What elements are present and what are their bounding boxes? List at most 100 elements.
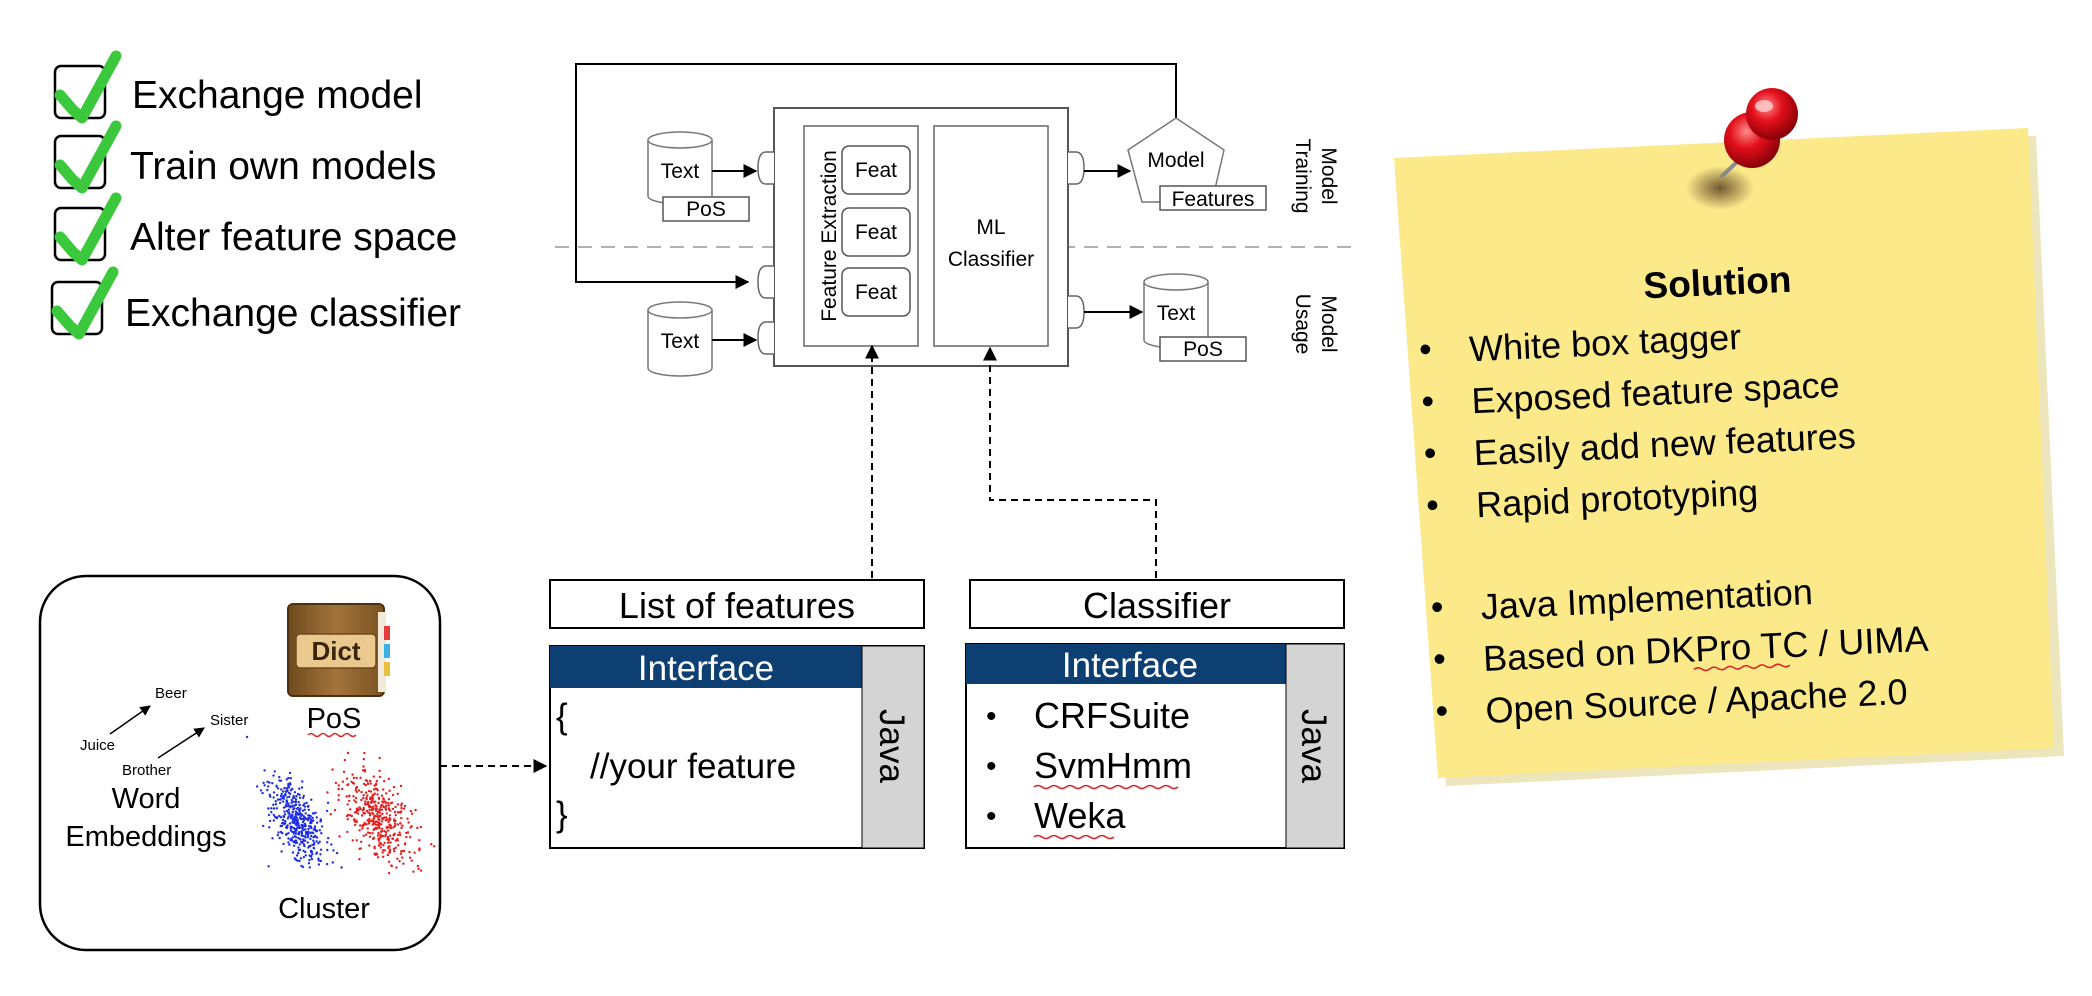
cluster-point-blue (284, 794, 287, 797)
phase-training-model: Model (1317, 147, 1340, 204)
cluster-point-blue (307, 817, 310, 820)
cluster-point-red (377, 831, 380, 835)
cluster-point-blue (303, 808, 306, 811)
cluster-point-blue (270, 807, 273, 810)
cluster-point-blue (287, 811, 290, 815)
cluster-point-red (387, 777, 391, 781)
cluster-point-red (370, 800, 373, 803)
cluster-point-red (362, 796, 365, 800)
cluster-point-blue (315, 816, 318, 819)
cluster-point-blue (304, 832, 308, 836)
classifier-bullet: • (986, 800, 997, 833)
port-in-1 (757, 151, 774, 185)
cluster-point-red (401, 824, 404, 827)
cluster-point-blue (272, 796, 275, 799)
cluster-point-blue (317, 859, 320, 862)
cluster-point-red (410, 825, 413, 828)
cluster-point-blue (298, 808, 302, 811)
word-embedding-plot: Beer Sister Juice Brother (80, 685, 248, 779)
cluster-point-red (362, 765, 365, 768)
cluster-point-red (367, 803, 370, 806)
cluster-point-blue (289, 789, 293, 792)
cluster-scatter (245, 735, 436, 875)
features-label: Features (1172, 188, 1255, 211)
cluster-point-red (377, 844, 381, 847)
cluster-point-blue (319, 848, 323, 851)
cluster-point-red (372, 819, 375, 823)
cluster-point-red (402, 849, 406, 853)
cluster-point-red (419, 825, 422, 829)
features-title: List of features (619, 585, 855, 626)
cluster-point-blue (287, 776, 290, 780)
cluster-point-blue (298, 843, 301, 846)
cluster-point-red (380, 794, 384, 797)
cluster-point-red (369, 790, 373, 793)
cluster-point-blue (276, 787, 280, 790)
cluster-point-blue (308, 858, 311, 862)
cluster-point-blue (311, 819, 315, 822)
cluster-point-red (391, 837, 394, 840)
cluster-point-blue (274, 800, 277, 803)
cluster-point-red (378, 808, 381, 812)
cluster-point-blue (291, 814, 294, 818)
cluster-point-blue (281, 821, 285, 825)
cluster-point-blue (302, 856, 306, 859)
cluster-point-red (353, 811, 357, 814)
cluster-point-blue (280, 850, 283, 853)
cluster-point-blue (307, 846, 310, 849)
feat-label-2: Feat (855, 221, 897, 244)
check-item-2: Train own models (53, 120, 436, 194)
cluster-point-blue (298, 796, 302, 799)
cluster-point-blue (279, 824, 282, 828)
cluster-point-blue (272, 774, 275, 777)
cluster-point-red (377, 824, 380, 827)
cluster-point-blue (267, 785, 270, 788)
cluster-point-red (381, 827, 384, 830)
cluster-point-red (364, 833, 368, 836)
cluster-point-red (337, 798, 340, 802)
cluster-point-red (358, 847, 361, 850)
cluster-point-red (331, 768, 334, 771)
cluster-point-red (352, 795, 355, 798)
cluster-point-red (345, 795, 348, 798)
cluster-point-red (388, 834, 392, 837)
cluster-point-blue (295, 820, 299, 823)
cluster-point-red (389, 818, 392, 821)
cluster-point-blue (261, 791, 264, 795)
cluster-point-red (387, 846, 390, 850)
cluster-point-red (410, 859, 413, 862)
cluster-point-red (396, 792, 399, 795)
check-item-label: Alter feature space (130, 216, 457, 259)
text-label-usage: Text (661, 330, 700, 353)
cluster-point-blue (266, 780, 269, 783)
cluster-point-blue (298, 848, 302, 851)
cluster-point-red (395, 866, 398, 869)
note-bullet-char: • (1418, 328, 1432, 370)
cluster-point-red (350, 780, 353, 783)
cluster-point-blue (288, 771, 292, 775)
pipeline-labels: Text PoS Text Feature Extraction Feat Fe… (661, 138, 1340, 361)
cluster-point-red (337, 787, 340, 791)
cluster-point-blue (285, 803, 288, 807)
cluster-point-red (368, 831, 372, 835)
cluster-point-red (393, 818, 396, 821)
cluster-point-red (413, 851, 416, 854)
cluster-point-red (329, 813, 332, 816)
cluster-point-red (379, 830, 383, 833)
cluster-point-red (402, 807, 406, 810)
cluster-point-red (405, 835, 408, 839)
cluster-point-blue (281, 790, 285, 793)
cluster-point-blue (292, 794, 295, 798)
cluster-point-red (387, 841, 390, 844)
cluster-point-red (380, 820, 384, 823)
cluster-point-blue (307, 804, 310, 808)
cluster-point-blue (278, 775, 281, 779)
cluster-point-red (374, 853, 377, 857)
cluster-point-red (389, 809, 392, 812)
cluster-point-blue (307, 827, 310, 831)
cluster-point-blue (308, 866, 311, 869)
cluster-point-blue (272, 803, 275, 806)
cluster-point-red (368, 844, 371, 847)
cluster-point-red (400, 826, 403, 830)
features-java-bar (861, 645, 925, 849)
